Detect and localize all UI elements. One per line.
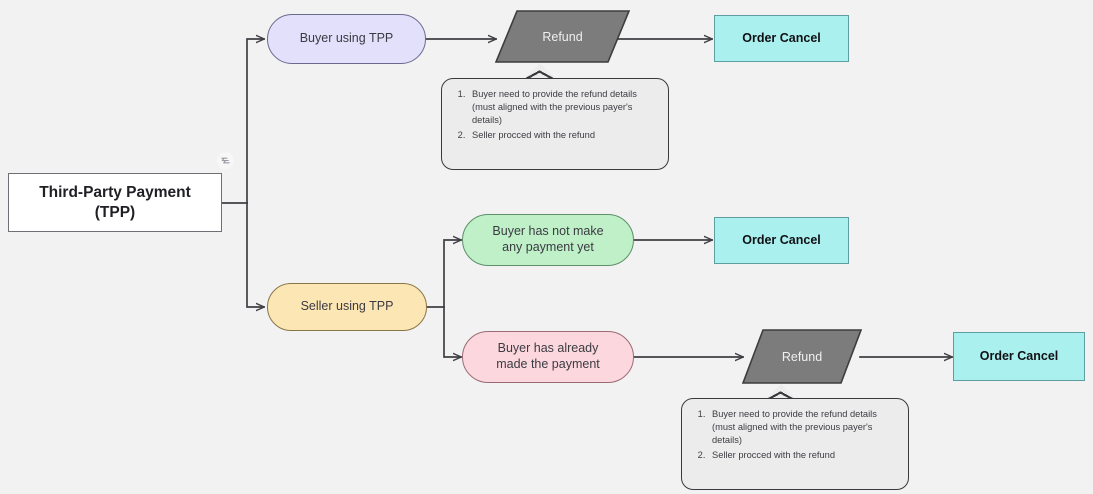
- node-buyer-already-paid-label: Buyer has already made the payment: [496, 341, 600, 371]
- node-seller-using-tpp-label: Seller using TPP: [300, 299, 394, 314]
- node-order-cancel-1-label: Order Cancel: [742, 30, 821, 45]
- note-refund-bottom-item-2: Seller procced with the refund: [708, 449, 898, 462]
- node-order-cancel-3-label: Order Cancel: [979, 348, 1059, 363]
- node-refund-top-shape: [494, 10, 631, 63]
- waypoint-handle-icon[interactable]: [217, 152, 234, 169]
- waypoint-handle-glyph: [221, 157, 230, 164]
- node-refund-bottom[interactable]: Refund: [741, 329, 863, 384]
- node-buyer-using-tpp-label: Buyer using TPP: [299, 31, 394, 46]
- edge-seller-to-nopay: [443, 240, 462, 308]
- node-refund-top[interactable]: Refund: [494, 10, 631, 63]
- node-order-cancel-3[interactable]: Order Cancel: [953, 332, 1085, 381]
- edge-seller-to-paid: [443, 306, 462, 357]
- node-third-party-payment-label: Third-Party Payment (TPP): [39, 184, 191, 221]
- note-refund-bottom: Buyer need to provide the refund details…: [681, 398, 909, 490]
- node-buyer-no-payment-label: Buyer has not make any payment yet: [492, 224, 604, 254]
- node-buyer-already-paid[interactable]: Buyer has already made the payment: [462, 331, 634, 383]
- node-order-cancel-2-label: Order Cancel: [742, 232, 821, 247]
- note-refund-top-item-1: Buyer need to provide the refund details…: [468, 88, 658, 128]
- node-order-cancel-2[interactable]: Order Cancel: [714, 217, 849, 264]
- edge-tpp-to-buyer: [246, 39, 265, 204]
- note-refund-top: Buyer need to provide the refund details…: [441, 78, 669, 170]
- node-buyer-using-tpp[interactable]: Buyer using TPP: [267, 14, 426, 64]
- note-refund-top-list: Buyer need to provide the refund details…: [448, 88, 658, 142]
- node-seller-using-tpp[interactable]: Seller using TPP: [267, 283, 427, 331]
- note-refund-top-item-2: Seller procced with the refund: [468, 129, 658, 142]
- node-third-party-payment[interactable]: Third-Party Payment (TPP): [8, 173, 222, 232]
- note-refund-bottom-item-1: Buyer need to provide the refund details…: [708, 408, 898, 448]
- note-tail-top: [524, 63, 556, 79]
- node-refund-bottom-shape: [741, 329, 863, 384]
- edge-tpp-to-seller: [246, 202, 265, 307]
- note-refund-bottom-list: Buyer need to provide the refund details…: [688, 408, 898, 462]
- node-buyer-no-payment[interactable]: Buyer has not make any payment yet: [462, 214, 634, 266]
- node-order-cancel-1[interactable]: Order Cancel: [714, 15, 849, 62]
